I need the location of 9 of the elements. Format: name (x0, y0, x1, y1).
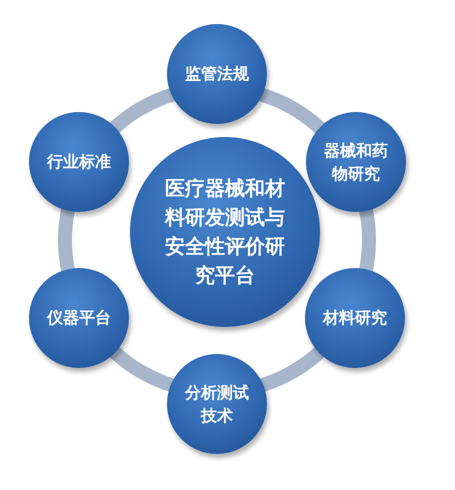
circle-label: 器械和药物研究 (324, 140, 388, 185)
topic-circle (305, 268, 405, 368)
circle-label: 医疗器械和材料研发测试与安全性评价研究平台 (164, 175, 286, 289)
topic-circle (306, 112, 406, 212)
circle-label: 监管法规 (184, 63, 250, 86)
circle-label: 仪器平台 (46, 307, 112, 330)
circle-label: 行业标准 (46, 151, 112, 174)
circle-label: 材料研究 (322, 307, 388, 330)
circle-label: 分析测试技术 (184, 382, 250, 427)
